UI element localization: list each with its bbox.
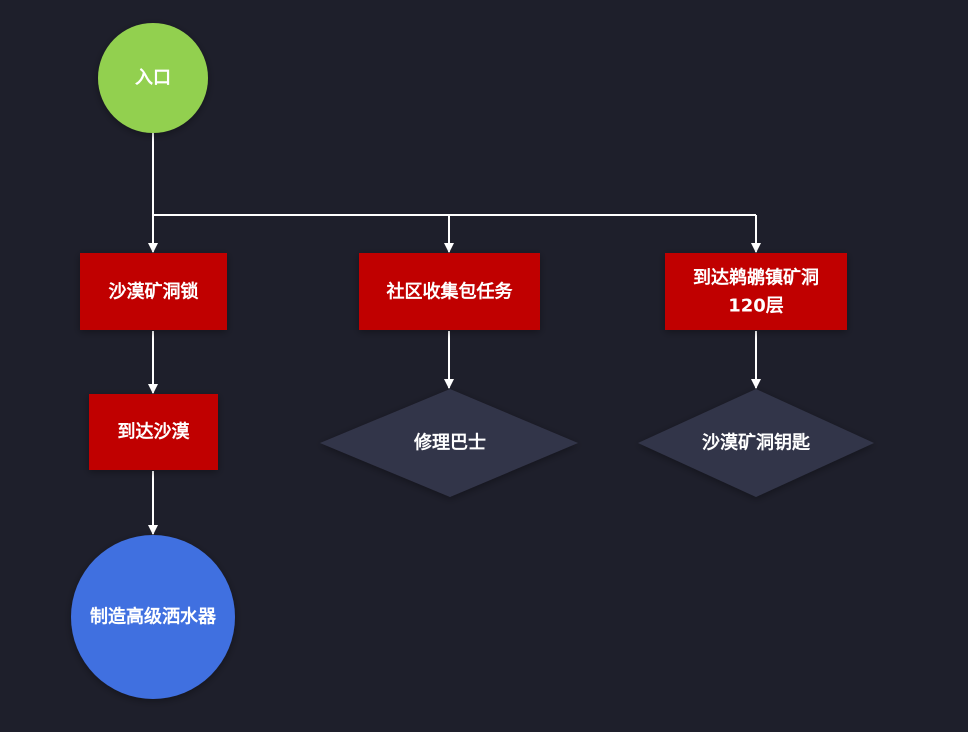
process-box (89, 394, 218, 470)
node-repair-bus-label: 修理巴士 (413, 432, 486, 454)
node-reach-town-mine-120[interactable]: 到达鹈鹕镇矿洞 120层 (665, 253, 847, 330)
edges (148, 133, 761, 535)
node-reach-town-mine-120-label-line2: 120层 (728, 296, 784, 317)
node-desert-mine-lock-label: 沙漠矿洞锁 (109, 281, 199, 303)
node-reach-town-mine-120-label-line1: 到达鹈鹕镇矿洞 (693, 267, 819, 289)
node-community-collect-task[interactable]: 社区收集包任务 (359, 253, 540, 330)
process-box (359, 253, 540, 330)
node-desert-mine-key[interactable]: 沙漠矿洞钥匙 (638, 389, 874, 497)
node-start-label: 入口 (135, 68, 171, 89)
node-reach-desert[interactable]: 到达沙漠 (89, 394, 218, 470)
node-make-sprinkler[interactable]: 制造高级洒水器 (71, 535, 235, 699)
node-make-sprinkler-label: 制造高级洒水器 (90, 606, 217, 628)
decision-diamond (638, 389, 874, 497)
start-circle (98, 23, 208, 133)
node-desert-mine-lock[interactable]: 沙漠矿洞锁 (80, 253, 227, 330)
node-community-collect-task-label: 社区收集包任务 (387, 281, 514, 303)
node-start[interactable]: 入口 (98, 23, 208, 133)
decision-diamond (320, 389, 578, 497)
node-desert-mine-key-label: 沙漠矿洞钥匙 (702, 432, 811, 454)
process-box (80, 253, 227, 330)
process-box (665, 253, 847, 330)
node-repair-bus[interactable]: 修理巴士 (320, 389, 578, 497)
node-reach-desert-label: 到达沙漠 (118, 421, 191, 443)
end-circle (71, 535, 235, 699)
